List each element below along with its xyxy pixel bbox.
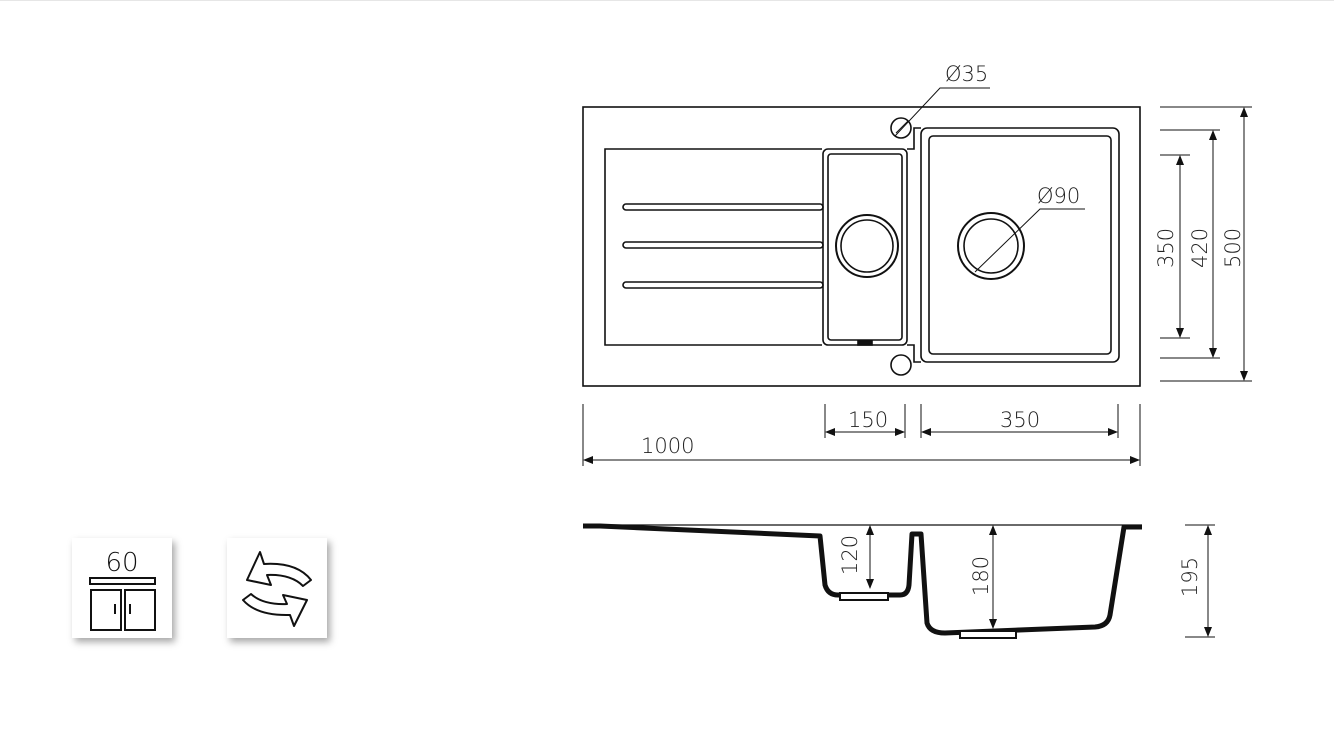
small-bowl <box>822 148 908 346</box>
reversible-arrows-icon <box>242 551 312 627</box>
top-divider <box>0 0 1334 1</box>
large-bowl <box>907 127 1120 363</box>
total-height-label: 195 <box>1178 557 1202 597</box>
small-bowl-width-label: 150 <box>848 408 888 432</box>
large-bowl-width-label: 350 <box>1000 408 1040 432</box>
large-bowl-depth-label: 180 <box>969 556 993 596</box>
dimension-lines <box>583 107 1248 464</box>
top-view <box>582 87 1252 466</box>
cabinet-size-badge: 60 <box>72 538 172 638</box>
tap-hole-diameter-label: Ø35 <box>945 62 988 86</box>
tap-hole <box>890 117 912 139</box>
drain-diameter-label: Ø90 <box>1037 184 1080 208</box>
cabinet-size-label: 60 <box>105 548 138 578</box>
small-bowl-drain <box>839 592 889 601</box>
small-bowl-depth-label: 120 <box>838 535 862 575</box>
total-depth-label: 500 <box>1221 228 1245 268</box>
large-bowl-drain <box>959 630 1017 639</box>
extension-lines <box>582 106 1252 466</box>
sink-profile <box>583 523 1142 636</box>
drainer-area <box>604 148 822 346</box>
bowl-inner-depth-label: 350 <box>1154 228 1178 268</box>
sink-outline <box>582 106 1141 387</box>
overflow-hole <box>890 354 912 376</box>
side-view: 120 180 195 <box>583 523 1215 639</box>
cabinet-icon: 60 <box>89 548 156 631</box>
reversible-badge <box>227 538 327 638</box>
bowl-outer-depth-label: 420 <box>1188 228 1212 268</box>
drainer-ribs <box>622 203 824 289</box>
total-width-label: 1000 <box>641 434 694 458</box>
